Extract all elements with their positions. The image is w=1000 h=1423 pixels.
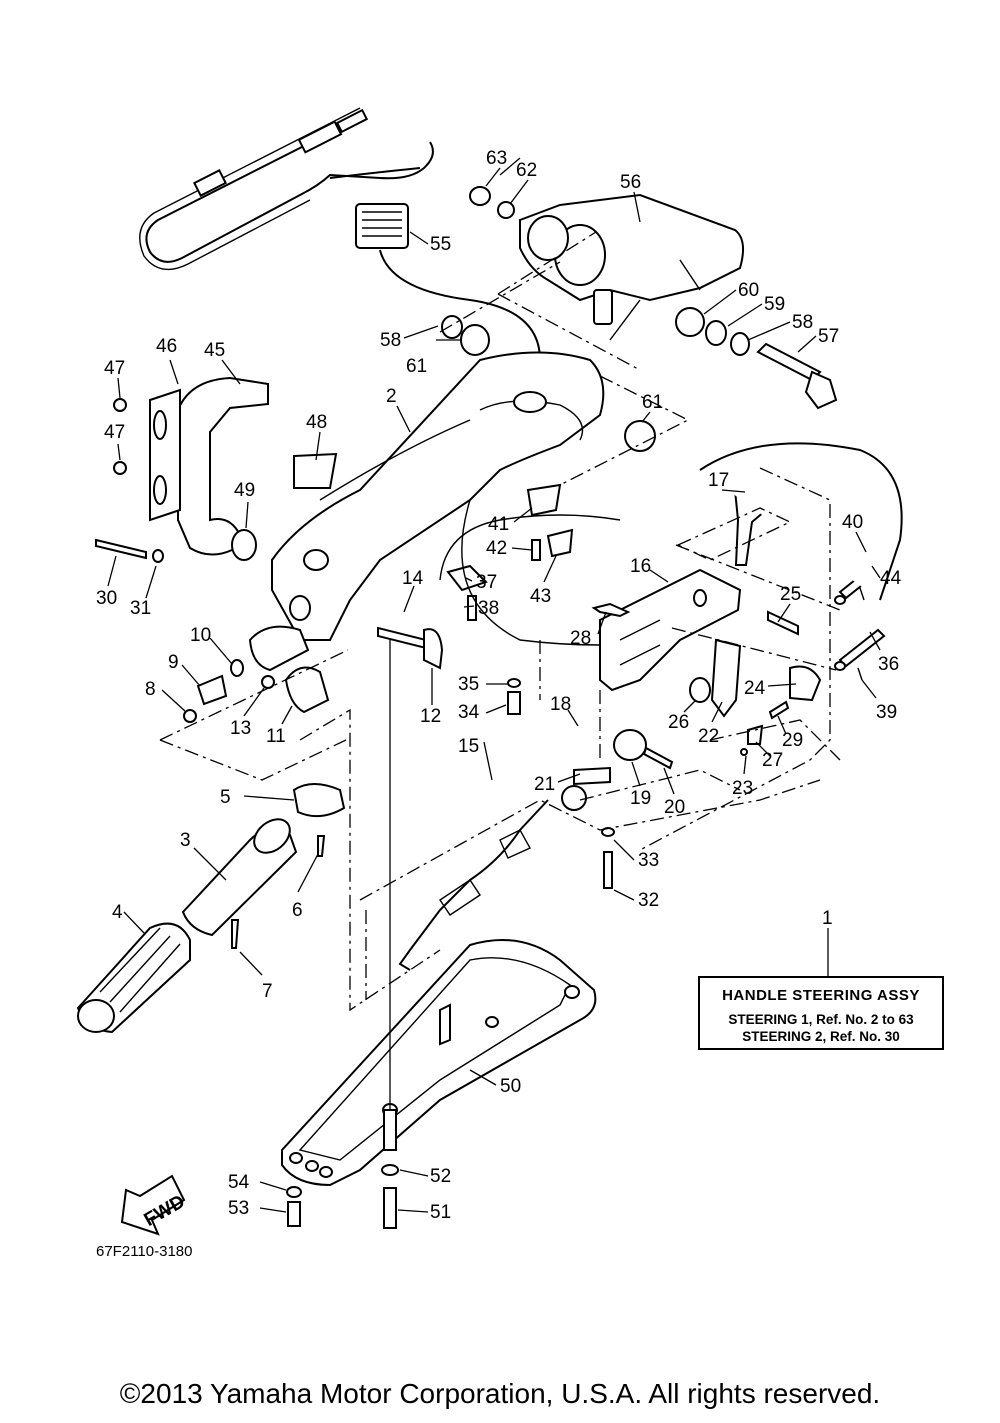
callout-22: 22 — [698, 726, 719, 747]
callout-41: 41 — [488, 514, 509, 535]
leader-lines — [107, 157, 881, 1213]
callout-54: 54 — [228, 1172, 250, 1193]
callout-48: 48 — [306, 412, 327, 433]
callout-28: 28 — [570, 628, 591, 649]
callout-57: 57 — [818, 326, 839, 347]
callout-6: 6 — [292, 900, 303, 921]
callout-26: 26 — [668, 712, 689, 733]
callout-62: 62 — [516, 160, 537, 181]
callout-11: 11 — [266, 726, 286, 747]
callout-32: 32 — [638, 890, 659, 911]
callout-60: 60 — [738, 280, 759, 301]
callout-46: 46 — [156, 336, 177, 357]
callout-17: 17 — [708, 470, 729, 491]
center-components — [377, 483, 681, 670]
callout-39: 39 — [876, 702, 897, 723]
callout-2: 2 — [386, 386, 397, 407]
callout-29: 29 — [782, 730, 803, 751]
callout-16: 16 — [630, 556, 651, 577]
callout-53: 53 — [228, 1198, 249, 1219]
callout-13: 13 — [230, 718, 251, 739]
assembly-info-box: HANDLE STEERING ASSY STEERING 1, Ref. No… — [698, 976, 944, 1050]
callout-15: 15 — [458, 736, 479, 757]
callout-labels: 1 2 3 4 5 6 7 8 9 10 11 12 13 14 15 16 1… — [96, 148, 902, 1223]
callout-38: 38 — [478, 598, 499, 619]
throttle-grip — [76, 595, 346, 1034]
callout-5: 5 — [220, 787, 231, 808]
control-cables — [139, 107, 434, 271]
callout-8: 8 — [145, 679, 156, 700]
callout-58-right: 58 — [792, 312, 813, 333]
callout-19: 19 — [630, 788, 651, 809]
callout-40: 40 — [842, 512, 863, 533]
callout-61-right: 61 — [642, 392, 663, 413]
callout-59: 59 — [764, 294, 785, 315]
callout-47-upper: 47 — [104, 358, 125, 379]
drawing-code: 67F2110-3180 — [96, 1243, 192, 1260]
info-box-title: HANDLE STEERING ASSY — [722, 987, 920, 1004]
callout-47-lower: 47 — [104, 422, 125, 443]
callout-44: 44 — [880, 568, 902, 589]
fwd-arrow: FWD — [120, 1174, 189, 1236]
callout-55: 55 — [430, 234, 451, 255]
callout-36: 36 — [878, 654, 899, 675]
callout-24: 24 — [744, 678, 766, 699]
callout-9: 9 — [168, 652, 179, 673]
callout-50: 50 — [500, 1076, 521, 1097]
callout-33: 33 — [638, 850, 659, 871]
callout-42: 42 — [486, 538, 507, 559]
callout-35: 35 — [458, 674, 479, 695]
callout-63: 63 — [486, 148, 507, 169]
callout-37: 37 — [476, 572, 497, 593]
shift-assembly — [398, 442, 903, 971]
assembly-outlines — [159, 231, 841, 1012]
callout-49: 49 — [234, 480, 255, 501]
callout-52: 52 — [430, 1166, 451, 1187]
connector — [355, 203, 542, 379]
callout-10: 10 — [190, 625, 211, 646]
callout-18: 18 — [550, 694, 571, 715]
info-box-line-2: STEERING 2, Ref. No. 30 — [742, 1029, 900, 1044]
friction-bracket — [95, 376, 338, 563]
callout-4: 4 — [112, 902, 123, 923]
callout-30: 30 — [96, 588, 117, 609]
bottom-plate — [281, 640, 597, 1229]
callout-23: 23 — [732, 778, 753, 799]
callout-56: 56 — [620, 172, 641, 193]
callout-51: 51 — [430, 1202, 451, 1223]
callout-45: 45 — [204, 340, 225, 361]
callout-3: 3 — [180, 830, 191, 851]
callout-21: 21 — [534, 774, 555, 795]
callout-25: 25 — [780, 584, 801, 605]
callout-12: 12 — [420, 706, 441, 727]
callout-31: 31 — [130, 598, 151, 619]
callout-27: 27 — [762, 750, 783, 771]
callout-34: 34 — [458, 702, 480, 723]
callout-14: 14 — [402, 568, 424, 589]
bolt-and-washers — [441, 307, 838, 452]
copyright-notice: ©2013 Yamaha Motor Corporation, U.S.A. A… — [119, 1378, 881, 1409]
callout-58-left: 58 — [380, 330, 401, 351]
callout-43: 43 — [530, 586, 551, 607]
callout-7: 7 — [262, 981, 273, 1002]
upper-bracket — [469, 186, 745, 341]
steering-handle-arm — [271, 351, 605, 641]
callout-1: 1 — [822, 908, 833, 929]
callout-20: 20 — [664, 797, 685, 818]
callout-61-left: 61 — [406, 356, 427, 377]
info-box-line-1: STEERING 1, Ref. No. 2 to 63 — [728, 1012, 914, 1027]
